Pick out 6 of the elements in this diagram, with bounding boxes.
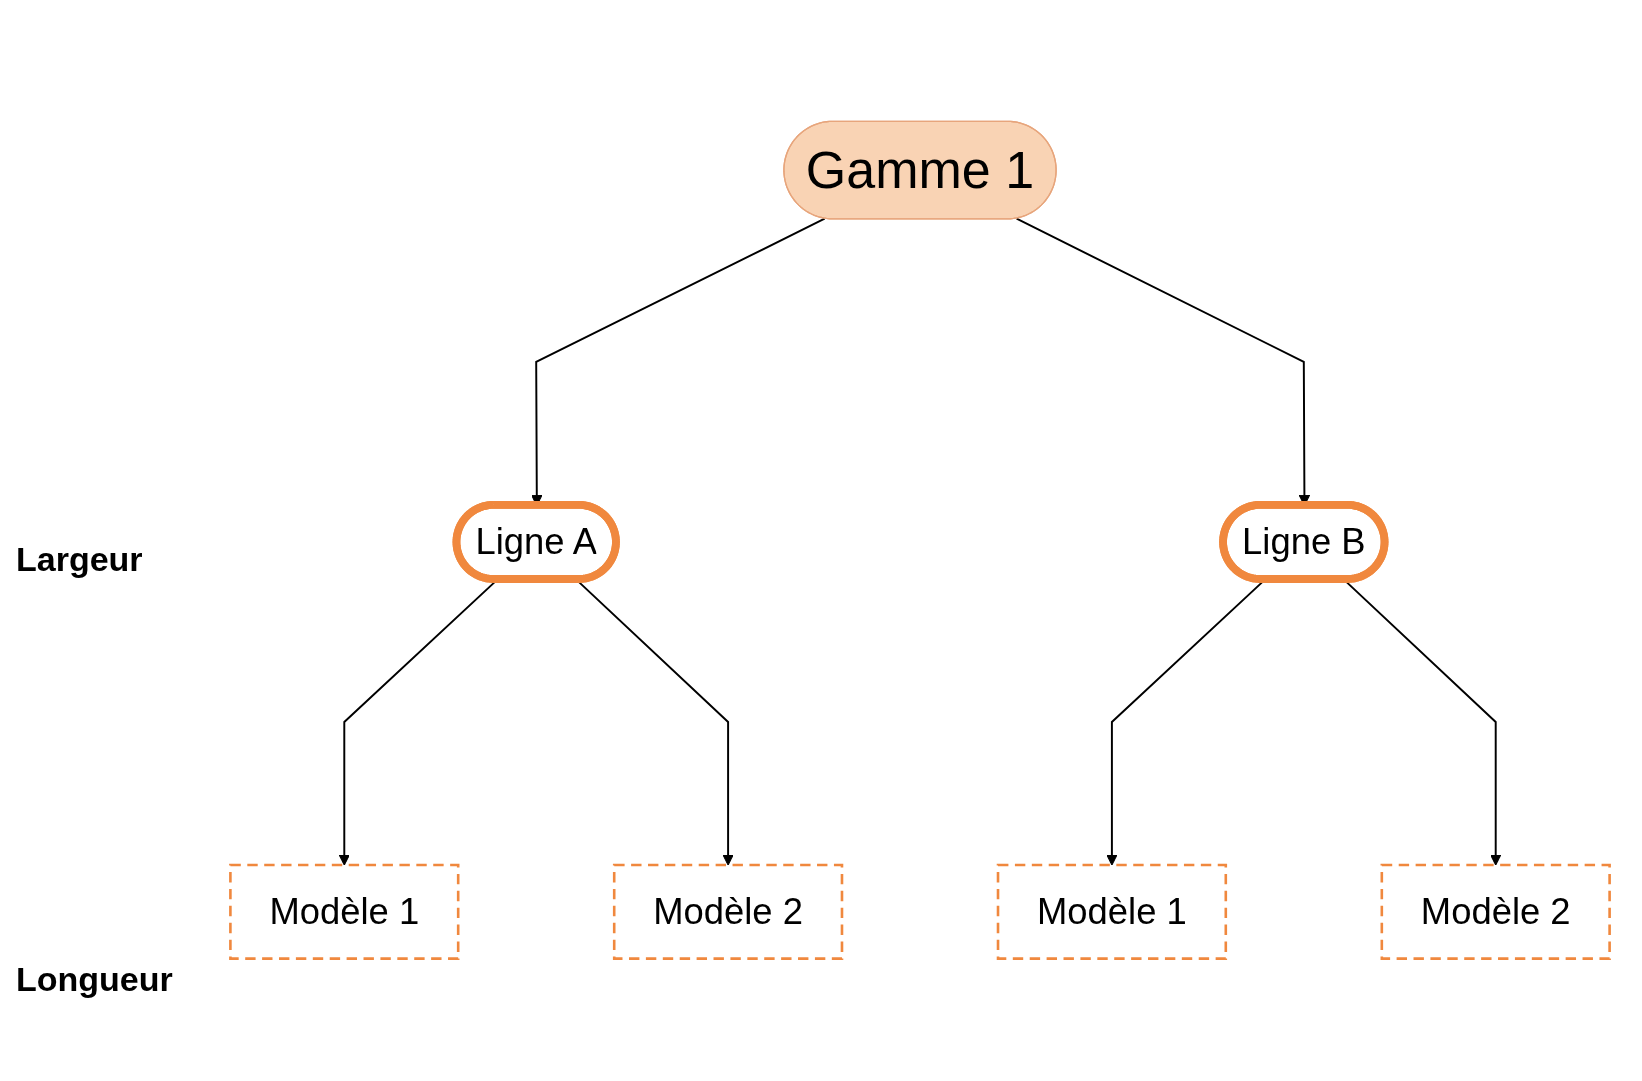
node-box: Modèle 2 [612,863,844,960]
row-label: Longueur [16,960,173,999]
node-box: Modèle 1 [996,863,1228,960]
node-box: Modèle 2 [1380,863,1611,960]
node-box: Modèle 1 [229,863,460,960]
row-label: Largeur [16,540,143,579]
